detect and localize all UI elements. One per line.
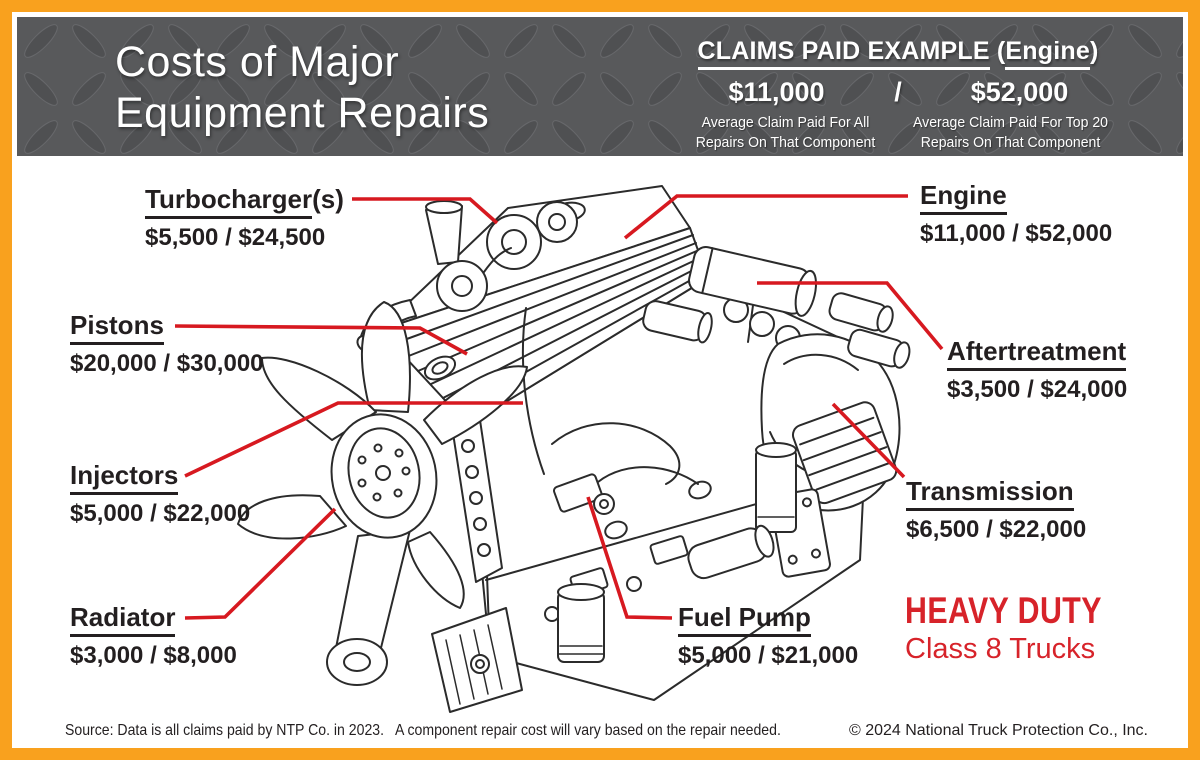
- claims-captions-row: Average Claim Paid For All Repairs On Th…: [673, 113, 1123, 154]
- label-pistons-name: Pistons: [70, 310, 264, 345]
- claims-title: CLAIMS PAID EXAMPLE (Engine): [673, 37, 1123, 70]
- label-transmission-name: Transmission: [906, 476, 1086, 511]
- label-injectors-name: Injectors: [70, 460, 250, 495]
- label-turbocharger-name: Turbocharger(s): [145, 184, 344, 219]
- copyright-note: © 2024 National Truck Protection Co., In…: [848, 722, 1148, 739]
- claims-caption-all: Average Claim Paid For All Repairs On Th…: [695, 115, 876, 152]
- page-title-line2: Equipment Repairs: [115, 89, 490, 137]
- label-engine-name: Engine: [920, 180, 1112, 215]
- leader-line-transmission: [831, 402, 906, 479]
- content-canvas: Costs of Major Equipment Repairs CLAIMS …: [12, 12, 1188, 748]
- leader-line-aftertreatment: [757, 281, 944, 351]
- label-radiator-name: Radiator: [70, 602, 237, 637]
- leader-line-injectors: [184, 401, 523, 478]
- label-transmission: Transmission $6,500 / $22,000: [906, 476, 1086, 544]
- label-fuel-pump-costs: $5,000 / $21,000: [678, 642, 859, 669]
- label-transmission-costs: $6,500 / $22,000: [906, 516, 1087, 543]
- label-radiator-costs: $3,000 / $8,000: [70, 642, 237, 669]
- label-engine: Engine $11,000 / $52,000: [920, 180, 1112, 248]
- header-banner: Costs of Major Equipment Repairs CLAIMS …: [17, 17, 1183, 156]
- label-engine-costs: $11,000 / $52,000: [920, 220, 1113, 247]
- heavy-duty-badge-line2: Class 8 Trucks: [905, 633, 1096, 665]
- leader-line-radiator: [184, 507, 337, 620]
- leader-line-fuel-pump: [586, 496, 673, 620]
- label-injectors: Injectors $5,000 / $22,000: [70, 460, 250, 528]
- label-pistons: Pistons $20,000 / $30,000: [70, 310, 264, 378]
- claims-amount-top20: $52,000: [970, 77, 1069, 107]
- diamond-plate-texture: [17, 17, 1183, 156]
- label-fuel-pump-name: Fuel Pump: [678, 602, 858, 637]
- heavy-duty-badge-line1: HEAVY DUTY: [905, 590, 1102, 631]
- claims-paid-example: CLAIMS PAID EXAMPLE (Engine) $11,000 / $…: [673, 37, 1123, 154]
- label-aftertreatment: Aftertreatment $3,500 / $24,000: [947, 336, 1127, 404]
- page-title-line1: Costs of Major: [115, 38, 400, 86]
- heavy-duty-badge: HEAVY DUTY Class 8 Trucks: [905, 592, 1145, 666]
- claims-title-paren-close: ): [1089, 37, 1099, 65]
- leader-line-engine: [623, 194, 908, 240]
- engine-illustration: [237, 185, 911, 713]
- claims-slash: /: [894, 77, 902, 107]
- label-fuel-pump: Fuel Pump $5,000 / $21,000: [678, 602, 858, 670]
- claims-amount-all: $11,000: [728, 77, 825, 107]
- label-aftertreatment-name: Aftertreatment: [947, 336, 1127, 371]
- label-injectors-costs: $5,000 / $22,000: [70, 500, 251, 527]
- leader-line-turbocharger: [352, 197, 499, 225]
- label-radiator: Radiator $3,000 / $8,000: [70, 602, 237, 670]
- claims-title-paren-open: (: [989, 37, 1006, 65]
- leader-line-pistons: [174, 324, 468, 356]
- source-note: Source: Data is all claims paid by NTP C…: [65, 722, 781, 739]
- claims-title-engine-word: Engine: [1005, 37, 1090, 70]
- label-aftertreatment-costs: $3,500 / $24,000: [947, 376, 1128, 403]
- engine-diagram: [174, 185, 944, 713]
- page-title: Costs of Major Equipment Repairs: [115, 37, 489, 139]
- claims-amounts-row: $11,000 / $52,000: [673, 77, 1123, 108]
- label-pistons-costs: $20,000 / $30,000: [70, 350, 264, 377]
- claims-caption-top20: Average Claim Paid For Top 20 Repairs On…: [913, 115, 1108, 152]
- claims-title-main: CLAIMS PAID EXAMPLE: [697, 37, 990, 70]
- label-turbocharger-costs: $5,500 / $24,500: [145, 224, 326, 251]
- label-turbocharger: Turbocharger(s) $5,500 / $24,500: [145, 184, 344, 252]
